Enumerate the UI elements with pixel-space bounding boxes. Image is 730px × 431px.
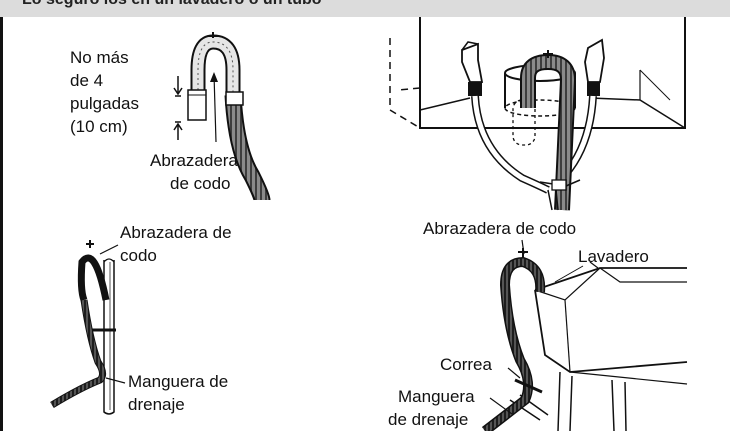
height-note-line-4: (10 cm) bbox=[70, 117, 128, 136]
bottom-left-hose-label-line-2: drenaje bbox=[128, 395, 185, 414]
bottom-right-hose-label-line-2: de drenaje bbox=[388, 410, 469, 429]
bottom-left-hose-label-line-1: Manguera de bbox=[128, 372, 229, 391]
header-text: Lo seguro los en un lavadero o un tubo bbox=[22, 0, 322, 9]
bottom-left-clamp-label-line-2: codo bbox=[120, 246, 157, 265]
height-note-line-1: No más bbox=[70, 48, 129, 67]
header-band: Lo seguro los en un lavadero o un tubo bbox=[0, 0, 730, 17]
top-left-clamp-label-line-1: Abrazadera bbox=[150, 151, 238, 170]
bottom-right-laundry-tub bbox=[481, 239, 688, 431]
top-left-elbow-hose bbox=[173, 32, 271, 202]
strap-label: Correa bbox=[440, 355, 492, 374]
bottom-left-clamp-label-line-1: Abrazadera de bbox=[120, 223, 232, 242]
tub-label: Lavadero bbox=[578, 247, 649, 266]
bottom-left-standpipe bbox=[50, 240, 126, 415]
left-border bbox=[0, 17, 3, 431]
top-left-clamp-label-line-2: de codo bbox=[170, 174, 231, 193]
height-note-line-2: de 4 bbox=[70, 71, 104, 90]
top-right-standpipe bbox=[389, 17, 686, 211]
bottom-right-clamp-label: Abrazadera de codo bbox=[423, 219, 577, 238]
bottom-right-hose-label-line-1: Manguera bbox=[398, 387, 475, 406]
height-note-line-3: pulgadas bbox=[70, 94, 140, 113]
